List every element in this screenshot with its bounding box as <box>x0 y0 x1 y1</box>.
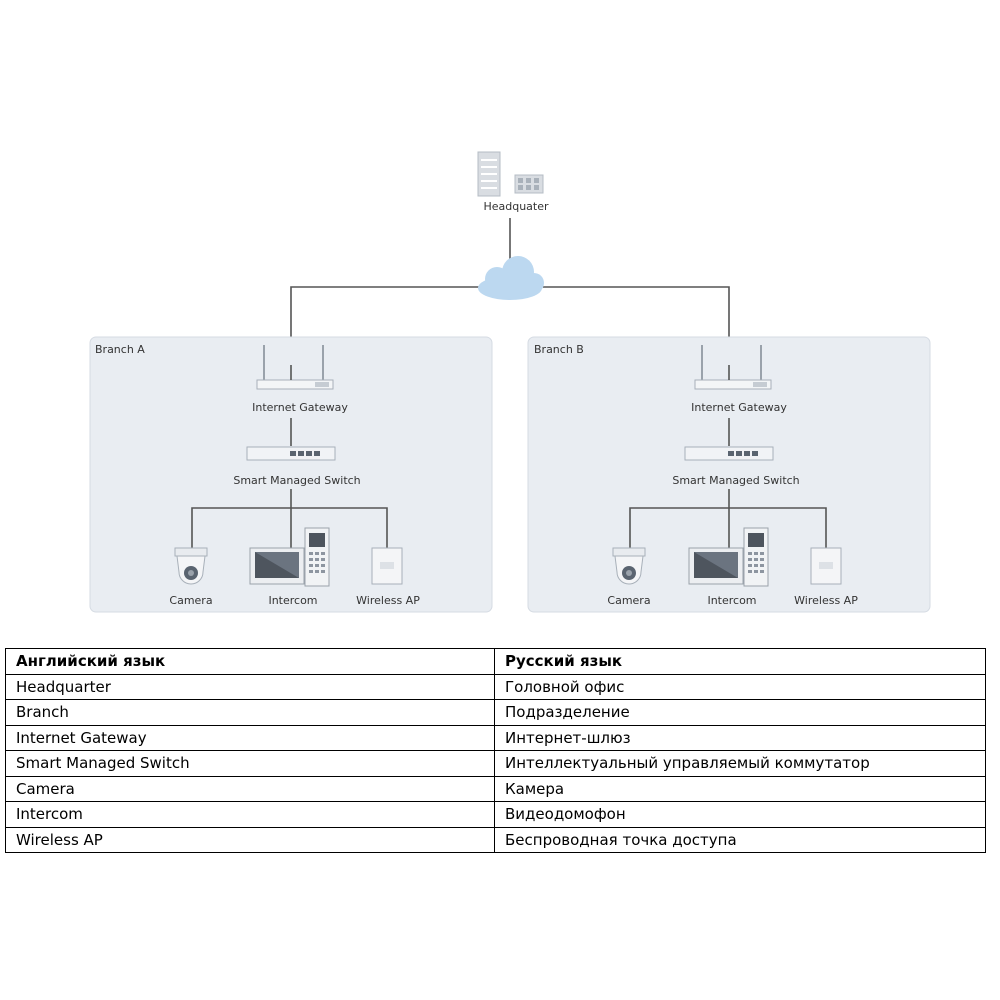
headquarter-label: Headquater <box>483 200 549 213</box>
cell-english: Camera <box>5 775 495 802</box>
branch-b: Branch B Internet Gateway Smart Managed … <box>527 336 931 613</box>
table-row: Smart Managed Switch Интеллектуальный уп… <box>5 750 986 777</box>
camera-icon <box>612 547 646 585</box>
camera-icon <box>174 547 208 585</box>
intercom-icon <box>249 527 330 587</box>
cell-english: Internet Gateway <box>5 724 495 751</box>
headquarter-building-icon <box>477 151 544 197</box>
branch-a-title: Branch A <box>95 343 145 356</box>
branch-b-switch-label: Smart Managed Switch <box>672 474 799 487</box>
branch-b-camera-label: Camera <box>607 594 650 607</box>
cell-english: Branch <box>5 699 495 726</box>
branch-b-ap-label: Wireless AP <box>794 594 858 607</box>
cell-english: Headquarter <box>5 673 495 700</box>
table-header-row: Английский язык Русский язык <box>5 648 986 675</box>
branch-b-title: Branch B <box>534 343 584 356</box>
branch-b-gateway-label: Internet Gateway <box>691 401 787 414</box>
smart-managed-switch-icon <box>246 446 336 461</box>
cloud-icon <box>478 256 544 300</box>
table-row: Branch Подразделение <box>5 699 986 726</box>
cell-russian: Интернет-шлюз <box>494 724 986 751</box>
branch-a-camera-label: Camera <box>169 594 212 607</box>
internet-gateway-icon <box>694 345 772 390</box>
branch-a-intercom-label: Intercom <box>268 594 317 607</box>
header-english: Английский язык <box>5 648 495 675</box>
table-row: Headquarter Головной офис <box>5 673 986 700</box>
branch-a-switch-label: Smart Managed Switch <box>233 474 360 487</box>
cell-russian: Подразделение <box>494 699 986 726</box>
cell-english: Intercom <box>5 801 495 828</box>
internet-gateway-icon <box>256 345 334 390</box>
wireless-ap-icon <box>810 547 842 585</box>
branch-a-ap-label: Wireless AP <box>356 594 420 607</box>
cell-russian: Беспроводная точка доступа <box>494 826 986 853</box>
cell-russian: Головной офис <box>494 673 986 700</box>
translation-table: Английский язык Русский язык Headquarter… <box>5 648 986 853</box>
smart-managed-switch-icon <box>684 446 774 461</box>
table-row: Intercom Видеодомофон <box>5 801 986 828</box>
cell-english: Wireless AP <box>5 826 495 853</box>
cell-russian: Интеллектуальный управляемый коммутатор <box>494 750 986 777</box>
wireless-ap-icon <box>371 547 403 585</box>
cell-russian: Камера <box>494 775 986 802</box>
header-russian: Русский язык <box>494 648 986 675</box>
branch-b-intercom-label: Intercom <box>707 594 756 607</box>
branch-a: Branch A Internet Gateway Smart Managed … <box>89 336 493 613</box>
branch-a-gateway-label: Internet Gateway <box>252 401 348 414</box>
table-row: Camera Камера <box>5 775 986 802</box>
table-row: Internet Gateway Интернет-шлюз <box>5 724 986 751</box>
network-diagram: Headquater Branch A Internet Gateway <box>89 151 931 613</box>
intercom-icon <box>688 527 769 587</box>
table-row: Wireless AP Беспроводная точка доступа <box>5 826 986 853</box>
cell-russian: Видеодомофон <box>494 801 986 828</box>
cell-english: Smart Managed Switch <box>5 750 495 777</box>
